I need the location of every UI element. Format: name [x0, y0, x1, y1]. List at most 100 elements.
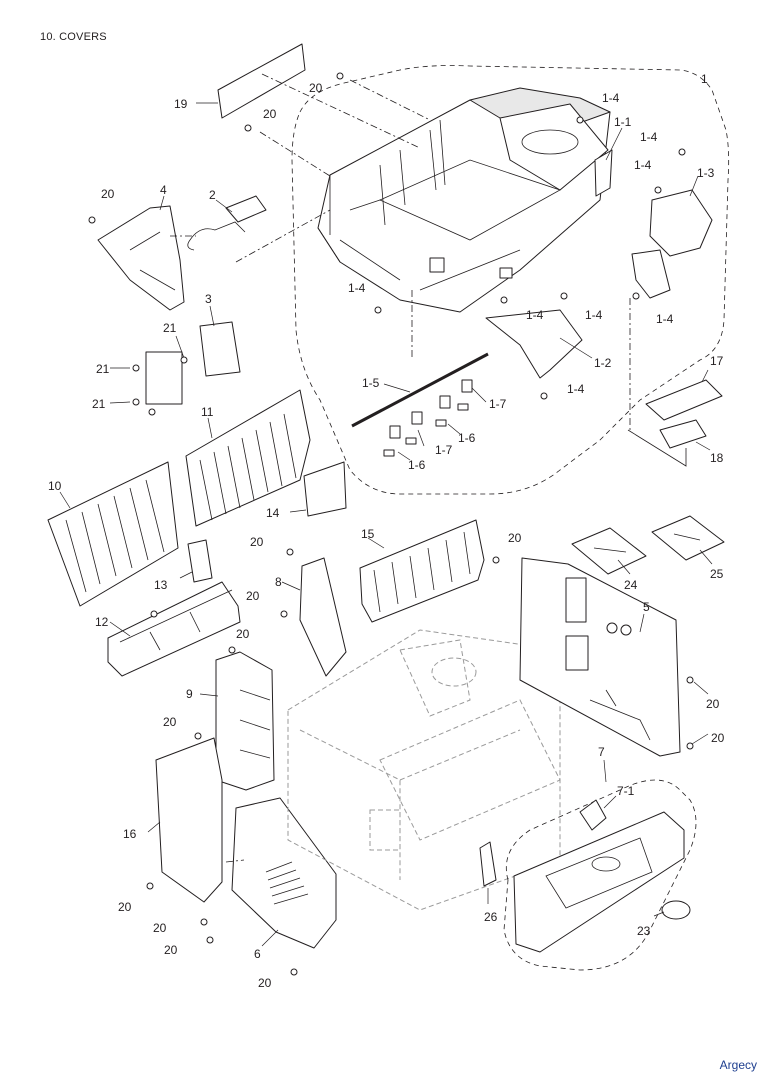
leader-24 — [617, 559, 631, 575]
callout-12: 12 — [95, 615, 109, 629]
callout-15: 15 — [361, 527, 375, 541]
part-3-clip — [145, 351, 183, 405]
leader-2 — [215, 199, 233, 213]
leader-21-c — [109, 401, 131, 404]
callout-1-4-mid-b: 1-4 — [585, 308, 603, 322]
callout-21-c: 21 — [92, 397, 106, 411]
part-2-harness — [187, 221, 246, 251]
part-1-top-cover — [317, 87, 611, 313]
callout-26: 26 — [484, 910, 498, 924]
page-title: 10. COVERS — [40, 31, 107, 43]
leader-21-a — [175, 335, 185, 359]
callout-20-bottom-c: 20 — [164, 943, 178, 957]
leader-17 — [701, 369, 709, 383]
part-19-label-plate — [217, 43, 306, 119]
callout-1-2: 1-2 — [594, 356, 612, 370]
callout-1-4-far-right: 1-4 — [656, 312, 674, 326]
callout-18: 18 — [710, 451, 724, 465]
part-13-guide-piece — [187, 539, 213, 583]
leader-18 — [695, 441, 711, 451]
part-1-3-side-cover — [649, 189, 713, 257]
leader-13 — [179, 571, 193, 579]
callout-4: 4 — [160, 183, 167, 197]
leader-15 — [367, 537, 385, 549]
callout-1-7-b: 1-7 — [435, 443, 453, 457]
callout-20-bottom-a: 20 — [118, 900, 132, 914]
callout-9: 9 — [186, 687, 193, 701]
callout-1-6-b: 1-6 — [408, 458, 426, 472]
callout-13: 13 — [154, 578, 168, 592]
watermark-text: Argecy — [719, 1058, 757, 1072]
leader-7-1 — [603, 795, 617, 809]
callout-20-mid-b: 20 — [246, 589, 260, 603]
callout-20-mid-a: 20 — [250, 535, 264, 549]
leader-10 — [59, 491, 71, 509]
part-1-7-rollers — [389, 379, 473, 439]
leader-1-3 — [689, 175, 699, 197]
part-18-sheet — [659, 419, 707, 449]
callout-1-1: 1-1 — [614, 115, 632, 129]
alignment-lines — [170, 73, 631, 863]
callout-7: 7 — [598, 745, 605, 759]
callout-1-4-right-b: 1-4 — [634, 158, 652, 172]
leader-1-6-b — [397, 451, 411, 461]
callout-1-4-bottom: 1-4 — [567, 382, 585, 396]
leader-1-5 — [383, 383, 411, 393]
part-2-connector — [225, 195, 267, 223]
part-17-sheet — [645, 379, 723, 421]
part-4-left-cover — [97, 205, 185, 311]
part-8-bracket — [299, 557, 347, 677]
leader-11 — [207, 417, 213, 439]
callout-21-a: 21 — [163, 321, 177, 335]
callout-14: 14 — [266, 506, 280, 520]
callout-20-upper-left: 20 — [263, 107, 277, 121]
part-24-bag — [571, 527, 647, 575]
leader-1-2 — [559, 337, 593, 359]
callout-2: 2 — [209, 188, 216, 202]
leader-7 — [603, 759, 607, 783]
callout-1-4-top: 1-4 — [602, 91, 620, 105]
callout-25: 25 — [710, 567, 724, 581]
leader-8 — [281, 581, 301, 591]
callout-20-right-a: 20 — [706, 697, 720, 711]
leader-6 — [261, 929, 279, 947]
callout-23: 23 — [637, 924, 651, 938]
callout-1-5: 1-5 — [362, 376, 380, 390]
callout-24: 24 — [624, 578, 638, 592]
part-5-vent-lower — [565, 635, 589, 671]
screw-icons — [88, 72, 694, 976]
leader-5 — [639, 613, 645, 633]
part-5-vent-upper — [565, 577, 587, 623]
callout-20-bottom-b: 20 — [153, 921, 167, 935]
part-6-front-cover — [231, 797, 337, 949]
part-1-1-latch — [594, 149, 613, 197]
callout-1: 1 — [701, 72, 708, 86]
leader-1-1 — [605, 127, 623, 161]
callout-1-4-right-a: 1-4 — [640, 130, 658, 144]
leader-1-7-b — [417, 429, 425, 447]
part-7-paper-tray — [513, 811, 685, 953]
callout-10: 10 — [48, 479, 62, 493]
callout-7-1: 7-1 — [617, 784, 635, 798]
callout-6: 6 — [254, 947, 261, 961]
part-25-bag — [651, 515, 725, 561]
callout-20-right-top: 20 — [508, 531, 522, 545]
callout-20-left: 20 — [101, 187, 115, 201]
leader-16 — [147, 821, 161, 833]
leader-1-7-a — [471, 387, 487, 403]
callout-8: 8 — [275, 575, 282, 589]
part-7-1-lever — [579, 799, 607, 831]
assembly-1-group-outline — [291, 65, 730, 495]
callout-5: 5 — [643, 600, 650, 614]
assembly-7-group-outline — [503, 779, 697, 971]
part-1-2-bracket — [485, 309, 583, 379]
part-10-guide — [47, 461, 179, 607]
callout-20-bottom-d: 20 — [258, 976, 272, 990]
callout-19: 19 — [174, 97, 188, 111]
callout-20-top: 20 — [309, 81, 323, 95]
callout-20-mid-d: 20 — [163, 715, 177, 729]
part-14-sheet — [303, 461, 347, 517]
callout-1-4-mid-a: 1-4 — [526, 308, 544, 322]
callout-21-b: 21 — [96, 362, 110, 376]
